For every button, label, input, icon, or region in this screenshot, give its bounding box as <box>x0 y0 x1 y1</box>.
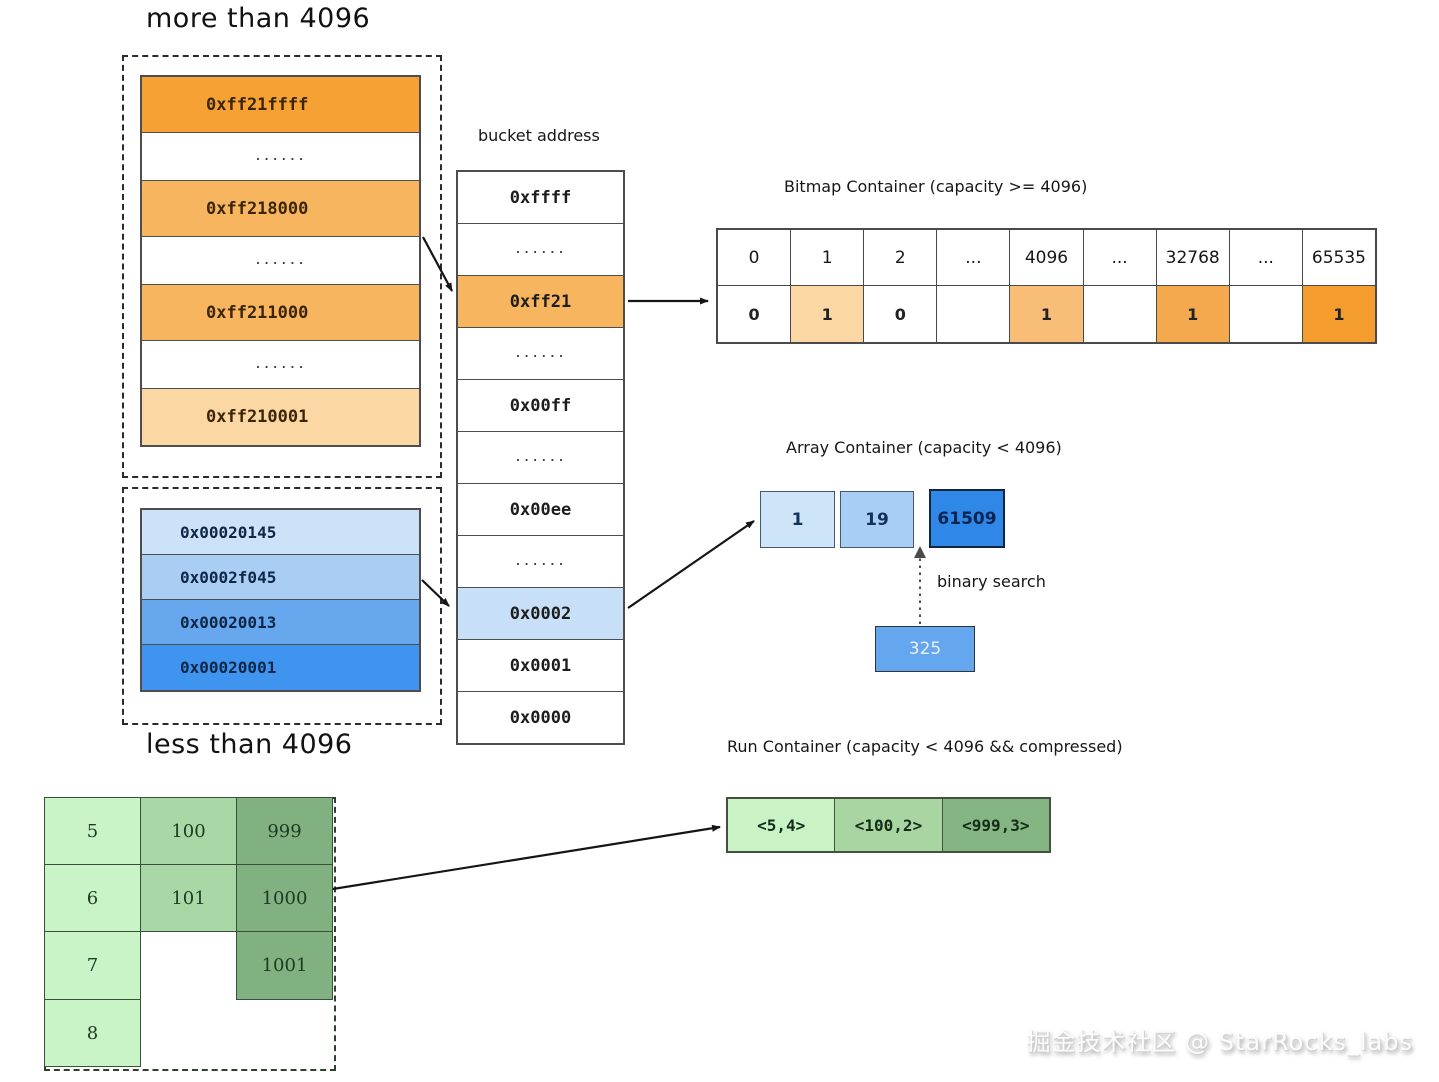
bitmap-index: 0 <box>718 230 791 286</box>
bitmap-column: ... <box>937 230 1011 342</box>
ellipsis-cell: ...... <box>142 237 419 285</box>
run-value-cell: 7 <box>44 931 141 1000</box>
low-value-cell: 0x00020145 <box>142 510 419 555</box>
low-value-cell: 0x00020013 <box>142 600 419 645</box>
high-value-cell: 0xff211000 <box>142 285 419 341</box>
run-container-table: <5,4> <100,2> <999,3> <box>726 797 1051 853</box>
bitmap-index: ... <box>937 230 1010 286</box>
ellipsis-cell: ...... <box>458 536 623 588</box>
array-container-title: Array Container (capacity < 4096) <box>786 438 1062 457</box>
bitmap-bit <box>937 286 1010 342</box>
high-value-cell: 0xff210001 <box>142 389 419 445</box>
run-value-cell: 999 <box>236 797 333 865</box>
low-value-cell: 0x0002f045 <box>142 555 419 600</box>
bitmap-column: 2 0 <box>864 230 938 342</box>
run-container-title: Run Container (capacity < 4096 && compre… <box>727 737 1123 756</box>
bitmap-index: 65535 <box>1302 230 1375 286</box>
watermark-text: 掘金技术社区 @ StarRocks_labs <box>1026 1028 1413 1056</box>
run-pair-cell: <999,3> <box>942 799 1049 851</box>
ellipsis-cell: ...... <box>142 341 419 389</box>
bucket-cell: 0x0001 <box>458 640 623 692</box>
binary-search-value-box: 325 <box>875 626 975 672</box>
bitmap-container-title: Bitmap Container (capacity >= 4096) <box>784 177 1088 196</box>
bitmap-bit: 1 <box>791 286 864 342</box>
bitmap-bit: 1 <box>1302 286 1375 342</box>
binary-search-label: binary search <box>937 572 1046 591</box>
low-value-cell: 0x00020001 <box>142 645 419 690</box>
bucket-address-label: bucket address <box>478 126 600 145</box>
bucket-address-table: 0xffff ...... 0xff21 ...... 0x00ff .....… <box>456 170 625 745</box>
ellipsis-cell: ...... <box>458 328 623 380</box>
bitmap-column: 65535 1 <box>1302 230 1375 342</box>
bitmap-index: ... <box>1083 230 1156 286</box>
title-less-than-4096: less than 4096 <box>146 729 353 760</box>
bitmap-column: ... <box>1083 230 1157 342</box>
bitmap-index: 32768 <box>1156 230 1229 286</box>
bitmap-index: 1 <box>791 230 864 286</box>
bitmap-bit: 0 <box>718 286 791 342</box>
bitmap-column: ... <box>1229 230 1303 342</box>
high-values-table: 0xff21ffff ...... 0xff218000 ...... 0xff… <box>140 75 421 447</box>
bitmap-bit <box>1083 286 1156 342</box>
bitmap-bit: 0 <box>864 286 937 342</box>
bitmap-bit: 1 <box>1156 286 1229 342</box>
bitmap-column: 1 1 <box>791 230 865 342</box>
bucket-cell: 0xffff <box>458 172 623 224</box>
ellipsis-cell: ...... <box>458 224 623 276</box>
bitmap-column: 0 0 <box>718 230 792 342</box>
arrow-bucket-to-array <box>627 520 755 609</box>
run-value-cell: 6 <box>44 864 141 932</box>
run-value-cell: 101 <box>140 864 237 932</box>
run-value-cell: 1001 <box>236 931 333 1000</box>
bitmap-bit: 1 <box>1010 286 1083 342</box>
bitmap-container-table: 0 0 1 1 2 0 ... 4096 1 ... 32768 1 ... <box>716 228 1377 344</box>
bitmap-column: 32768 1 <box>1156 230 1230 342</box>
run-value-cell: 1000 <box>236 864 333 932</box>
bucket-cell: 0x0000 <box>458 692 623 743</box>
ellipsis-cell: ...... <box>458 432 623 484</box>
high-value-cell: 0xff21ffff <box>142 77 419 133</box>
run-value-cell: 5 <box>44 797 141 865</box>
title-more-than-4096: more than 4096 <box>146 3 371 34</box>
arrow-grid-to-run <box>332 824 721 891</box>
binary-search-arrowhead <box>914 546 926 558</box>
run-value-cell: 8 <box>44 999 141 1067</box>
run-pair-cell: <100,2> <box>835 799 943 851</box>
array-cell: 1 <box>760 491 835 548</box>
bucket-cell: 0x00ee <box>458 484 623 536</box>
bucket-cell-ff21: 0xff21 <box>458 276 623 328</box>
low-values-table: 0x00020145 0x0002f045 0x00020013 0x00020… <box>140 508 421 692</box>
run-value-cell: 100 <box>140 797 237 865</box>
bitmap-index: 2 <box>864 230 937 286</box>
run-pair-cell: <5,4> <box>728 799 836 851</box>
bitmap-bit <box>1229 286 1302 342</box>
ellipsis-cell: ...... <box>142 133 419 181</box>
array-cell: 61509 <box>929 489 1005 548</box>
bucket-cell: 0x00ff <box>458 380 623 432</box>
bitmap-index: 4096 <box>1010 230 1083 286</box>
bitmap-index: ... <box>1229 230 1302 286</box>
bitmap-column: 4096 1 <box>1010 230 1084 342</box>
array-cell: 19 <box>840 491 914 548</box>
bucket-cell-0002: 0x0002 <box>458 588 623 640</box>
high-value-cell: 0xff218000 <box>142 181 419 237</box>
